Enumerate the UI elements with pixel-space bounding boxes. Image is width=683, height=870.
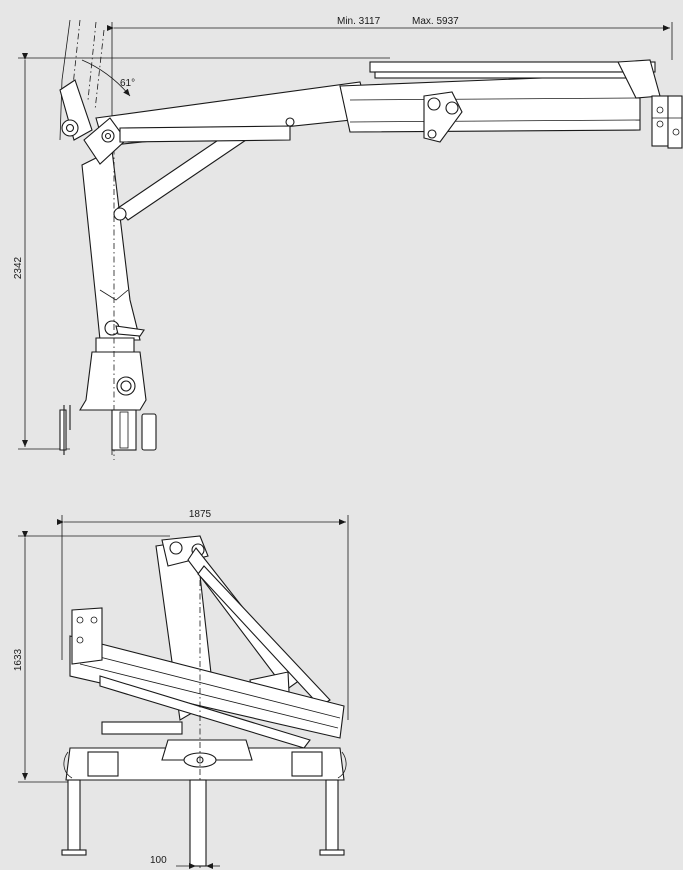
base-label: 100 [150,855,167,866]
width-label: 1875 [189,509,212,520]
height-label: 2342 [13,256,24,279]
crane-base [59,405,157,455]
reach-min-label: Min. 3117 [337,16,381,27]
stowed-boom [69,607,345,749]
stowed-base-frame [63,580,347,868]
side-view: Min. 3117 Max. 5937 2342 61° [13,16,683,460]
width-dimension: 1875 [57,509,349,720]
base-dimension: 100 [150,855,220,869]
boom-tip [651,95,683,149]
crane-column [79,135,147,460]
stowed-view: 1875 1633 [13,509,349,869]
angle-label: 61° [120,78,135,89]
outrigger-legs [61,779,345,856]
stowed-height-dimension: 1633 [13,531,170,783]
reach-max-label: Max. 5937 [412,16,459,27]
outer-boom [339,59,661,143]
boom-angle-indicator: 61° [59,19,135,141]
stowed-height-label: 1633 [13,648,24,671]
inner-boom [83,81,371,165]
